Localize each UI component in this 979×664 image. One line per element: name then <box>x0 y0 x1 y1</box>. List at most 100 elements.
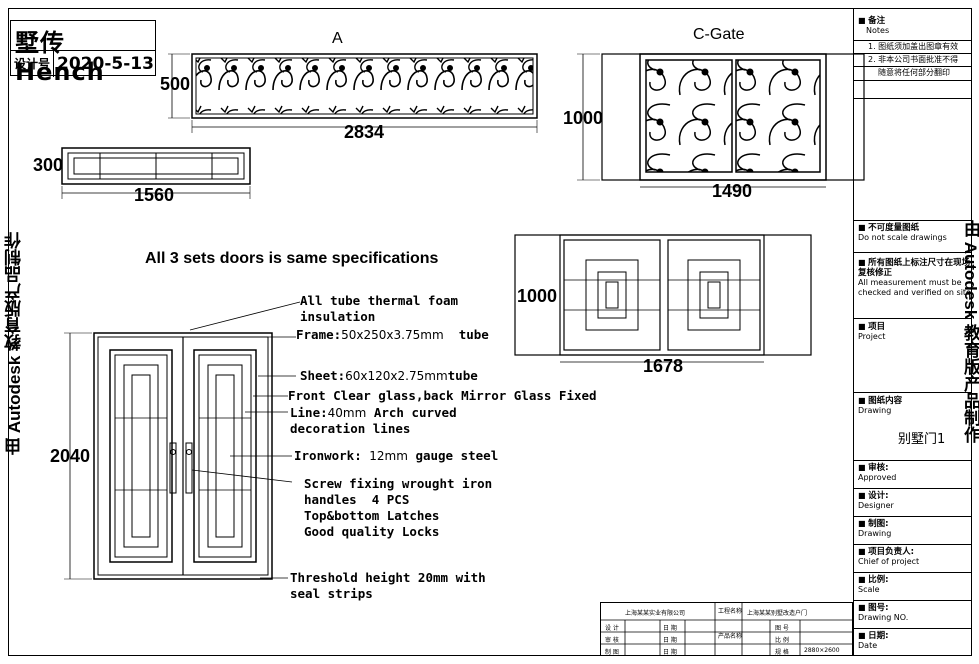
note-sheet: Sheet:60x120x2.75mmtube <box>300 368 478 384</box>
design-date: 2020-5-13 <box>57 54 154 74</box>
frame-label: Frame: <box>296 327 342 342</box>
leader-lines <box>189 301 301 579</box>
date-block: ■ 日期:Date <box>854 631 972 651</box>
ironwork-value: 12mm <box>369 449 408 463</box>
table-code1: 图 号 <box>775 625 789 632</box>
table-product-cn: 产品名称 <box>718 633 743 640</box>
drawn-en: Drawing <box>858 529 892 538</box>
note-3: 随意将任何部分翻印 <box>878 68 950 77</box>
table-r2: 审 核 <box>605 637 619 644</box>
bottom-title-table: 上海某某实业有限公司 工程名称 上海某某别墅改造户门 设 计 审 核 制 图 日… <box>600 602 853 656</box>
measure-block: ■ 所有图纸上标注尺寸在现场复核修正 All measurement must … <box>858 258 971 297</box>
table-code2: 比 例 <box>775 637 789 644</box>
table-size: 2880×2600 <box>804 647 840 654</box>
transom-view <box>61 147 251 199</box>
dim-transom-width: 1560 <box>134 185 175 205</box>
approved-en: Approved <box>858 473 897 482</box>
table-r1: 设 计 <box>605 625 619 632</box>
table-r3: 制 图 <box>605 649 619 656</box>
note-glass: Front Clear glass,back Mirror Glass Fixe… <box>288 388 597 403</box>
sheet-unit: tube <box>447 368 478 383</box>
scale-cn: 比例: <box>868 575 889 585</box>
table-project-cn: 工程名称 <box>718 608 743 615</box>
drawing-cn: 图纸内容 <box>868 396 903 406</box>
square-panel-view <box>514 234 812 363</box>
designer-cn: 设计: <box>868 491 889 501</box>
dim-gate-height: 1000 <box>563 108 604 128</box>
view-c-gate <box>577 53 865 188</box>
project-cn: 项目 <box>868 322 886 332</box>
drawing-no-block: ■ 图号:Drawing NO. <box>854 603 972 623</box>
view-c-gate-label: C-Gate <box>693 26 745 43</box>
chief-block: ■ 项目负责人:Chief of project <box>854 547 972 567</box>
drawing-frame <box>8 8 972 656</box>
note-frame: Frame:50x250x3.75mm tube <box>296 327 489 343</box>
chief-cn: 项目负责人: <box>868 547 915 557</box>
sheet-value: 60x120x2.75mm <box>345 369 448 383</box>
chief-en: Chief of project <box>858 557 920 566</box>
notes-block: ■ 备注 Notes <box>854 16 972 36</box>
designer-en: Designer <box>858 501 894 510</box>
table-d1: 日 期 <box>663 625 677 632</box>
no-scale-en: Do not scale drawings <box>858 233 947 242</box>
drawing-title: 墅传 Hench <box>15 29 105 86</box>
note-2: 2. 非本公司书面批准不得 <box>868 55 959 64</box>
spec-heading: All 3 sets doors is same specifications <box>145 250 439 267</box>
table-project-name: 上海某某别墅改造户门 <box>747 610 808 617</box>
design-number-label: 设计号 <box>11 51 54 77</box>
no-scale-block: ■ 不可度量图纸 Do not scale drawings <box>854 223 972 243</box>
dim-gate-width: 1490 <box>712 181 753 201</box>
notes-en: Notes <box>866 26 890 35</box>
watermark-left: 由 Autodesk 教育版产品制作 <box>5 232 24 455</box>
frame-value: 50x250x3.75mm <box>341 328 444 342</box>
line-label: Line: <box>290 405 328 420</box>
drawn-block: ■ 制图:Drawing <box>854 519 972 539</box>
ironwork-rest: gauge steel <box>415 448 499 463</box>
approved-block: ■ 审核:Approved <box>854 463 972 483</box>
scale-block: ■ 比例:Scale <box>854 575 972 595</box>
title-sidebar: ■ 备注 Notes 1. 图纸须加盖出图章有效 2. 非本公司书面批准不得 随… <box>853 8 972 656</box>
table-code3: 规 格 <box>775 649 789 656</box>
table-d2: 日 期 <box>663 637 677 644</box>
measure-en: All measurement must be checked and veri… <box>858 278 971 297</box>
date-en: Date <box>858 641 878 650</box>
project-en: Project <box>858 332 886 341</box>
line-rest: Arch curved decoration lines <box>290 405 457 436</box>
note-insulation: All tube thermal foam insulation <box>300 293 459 324</box>
note-1: 1. 图纸须加盖出图章有效 <box>868 42 959 51</box>
measure-cn: 所有图纸上标注尺寸在现场复核修正 <box>858 258 971 278</box>
dim-a-width: 2834 <box>344 122 385 142</box>
watermark-right: 由 Autodesk 教育版产品制作 <box>961 220 979 443</box>
notes-title: 备注 <box>868 16 886 26</box>
dim-door-height: 2040 <box>50 446 91 466</box>
drawn-cn: 制图: <box>868 519 889 529</box>
approved-cn: 审核: <box>868 463 889 473</box>
scale-en: Scale <box>858 585 880 594</box>
bottom-table-grid <box>600 602 853 656</box>
sheet-label: Sheet: <box>300 368 346 383</box>
dim-panel-width: 1678 <box>643 356 684 376</box>
ironwork-label: Ironwork: <box>294 448 362 463</box>
note-hardware: Screw fixing wrought iron handles 4 PCS … <box>304 476 493 539</box>
note-ironwork: Ironwork: 12mm gauge steel <box>294 448 498 464</box>
drawing-name: 别墅门1 <box>898 432 946 447</box>
dim-transom-height: 300 <box>33 155 64 175</box>
frame-unit: tube <box>458 327 489 342</box>
line-value: 40mm <box>327 406 367 420</box>
note-line: Line:40mm Arch curved decoration lines <box>290 405 457 437</box>
view-a-label: A <box>332 30 343 47</box>
drawing-block: ■ 图纸内容 Drawing <box>854 396 972 416</box>
view-a-railing <box>168 53 538 133</box>
dim-panel-height: 1000 <box>517 286 558 306</box>
no-scale-cn: 不可度量图纸 <box>868 223 920 233</box>
date-cn: 日期: <box>868 631 889 641</box>
title-block: 墅传 Hench 设计号 2020-5-13 <box>10 20 156 86</box>
table-company: 上海某某实业有限公司 <box>625 610 686 617</box>
designer-block: ■ 设计:Designer <box>854 491 972 511</box>
note-threshold: Threshold height 20mm with seal strips <box>290 570 486 601</box>
dim-a-height: 500 <box>160 74 191 94</box>
project-block: ■ 项目 Project <box>854 322 972 342</box>
drawing-no-en: Drawing NO. <box>858 613 909 622</box>
drawing-no-cn: 图号: <box>868 603 889 613</box>
